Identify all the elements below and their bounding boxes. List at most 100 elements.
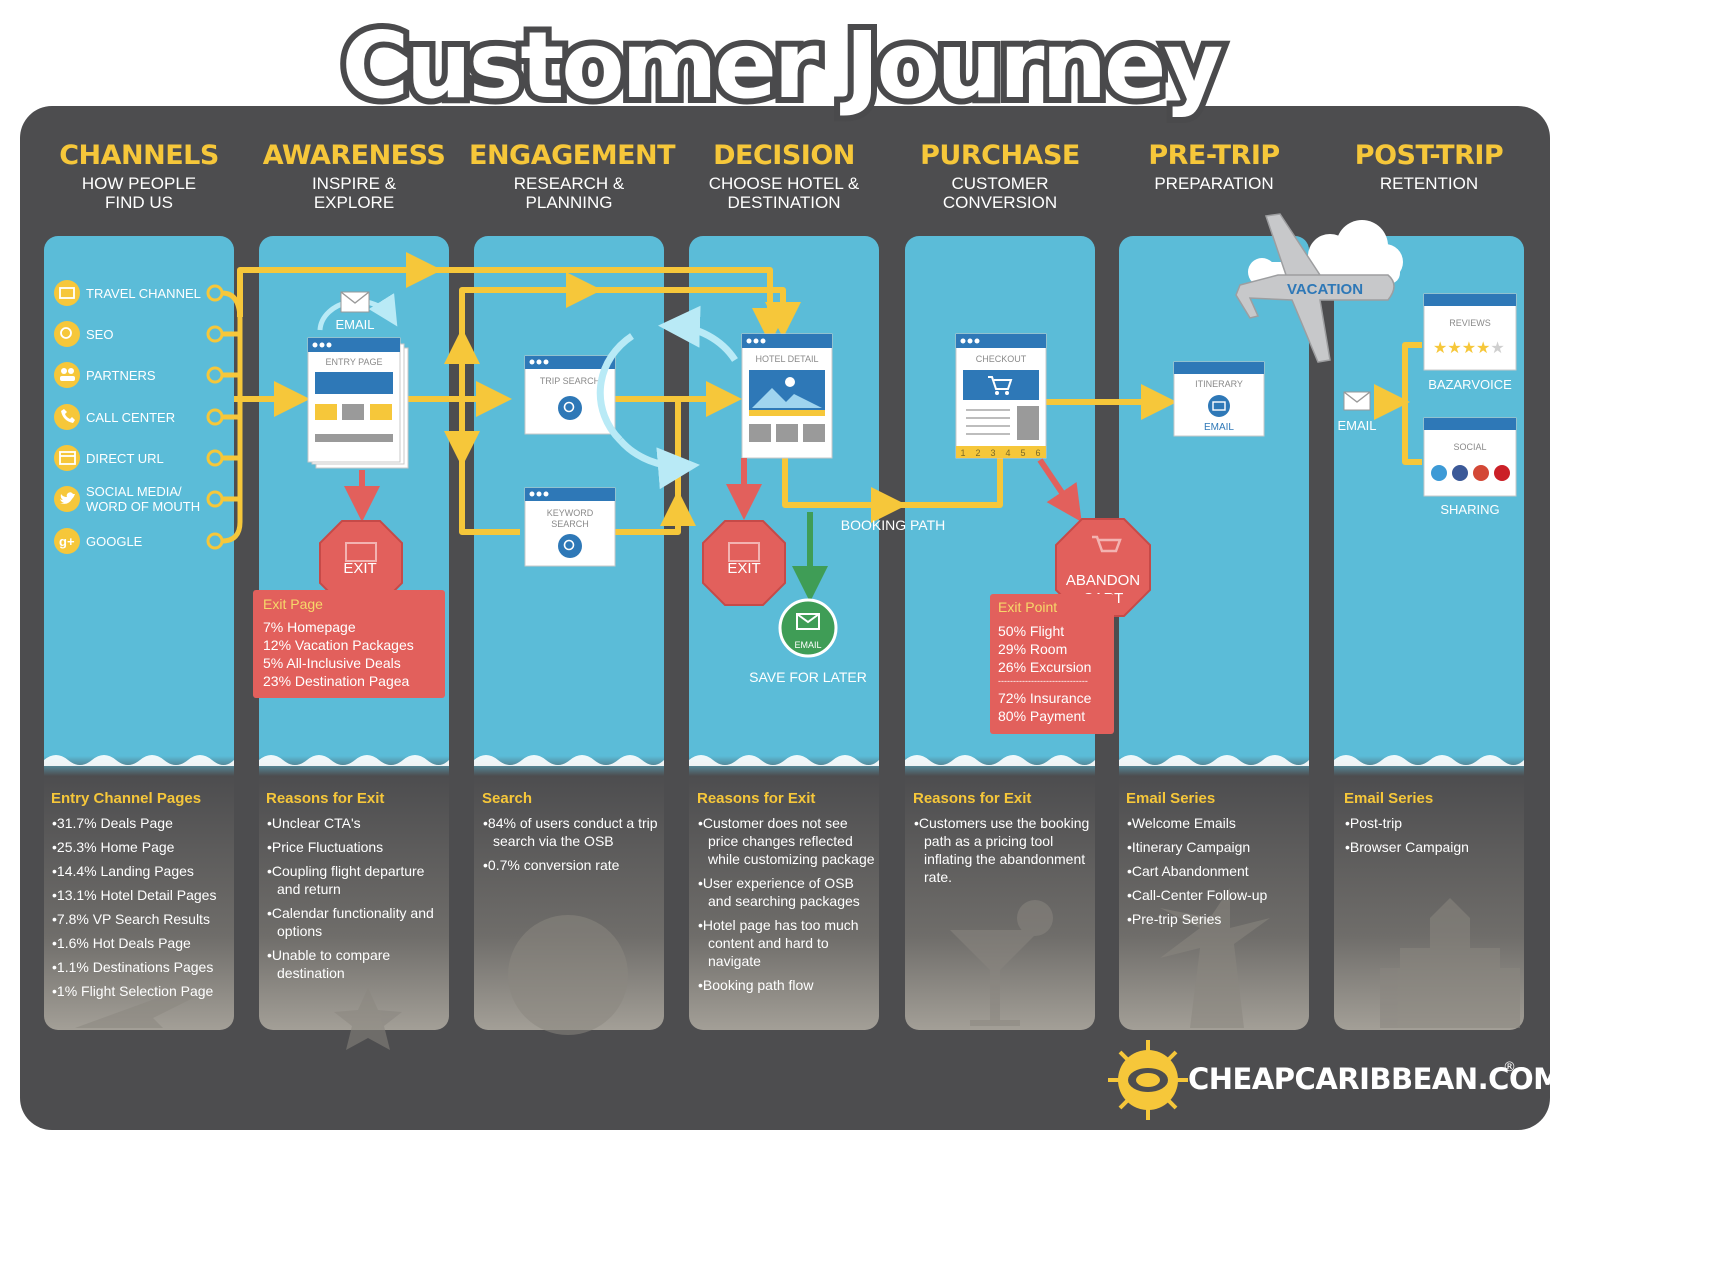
pinterest-icon [1494,465,1510,481]
entry-page-label: ENTRY PAGE [325,357,382,367]
note-item: Unable to compare destination [266,946,446,982]
sun-logo-icon [1108,1040,1188,1120]
exit-page-box: Exit Page 7% Homepage 12% Vacation Packa… [253,590,445,698]
column-subtitle: RESEARCH & PLANNING [513,174,625,212]
channel-item[interactable]: PARTNERS [54,362,224,388]
search-icon [60,327,72,339]
exit-page-line: 5% All-Inclusive Deals [263,655,401,671]
note-item: 7.8% VP Search Results [51,910,231,928]
channel-item[interactable]: DIRECT URL [54,445,224,471]
social-card: SOCIAL [1423,417,1517,497]
channel-item[interactable]: SOCIAL MEDIA/ WORD OF MOUTH [54,484,224,514]
hotel-detail-label: HOTEL DETAIL [755,354,818,364]
notes-decision: Reasons for Exit Customer does not see p… [697,790,877,1000]
channel-label: DIRECT URL [86,451,164,466]
note-item: Coupling flight departure and return [266,862,446,898]
booking-path-label: BOOKING PATH [841,517,946,533]
column-subtitle: RETENTION [1379,174,1479,193]
column-header-post-trip: POST-TRIP RETENTION [1329,140,1529,193]
channel-item[interactable]: CALL CENTER [54,404,224,430]
google-plus-icon: g+ [59,534,75,549]
exit-point-title: Exit Point [998,599,1057,615]
exit-point-divider: ------------------------------ [998,676,1088,686]
trip-search-card: TRIP SEARCH [524,355,616,435]
column-subtitle: HOW PEOPLE FIND US [81,174,197,212]
browser-icon [59,451,76,465]
keyword-search-label-2: SEARCH [551,519,589,529]
exit-page-line: 7% Homepage [263,619,356,635]
note-item: 84% of users conduct a trip search via t… [482,814,662,850]
notes-title: Reasons for Exit [913,790,1032,807]
exit-window-icon [345,542,377,562]
twitter-icon [60,492,75,504]
cart-icon [988,376,1013,390]
twitter-icon [1431,465,1447,481]
note-item: Browser Campaign [1344,838,1524,856]
note-item: Price Fluctuations [266,838,446,856]
exit-point-line: 72% Insurance [998,690,1092,706]
note-item: Customer does not see price changes refl… [697,814,877,868]
column-title: PRE-TRIP [1148,140,1280,171]
channel-label: GOOGLE [86,534,143,549]
channel-label: SOCIAL MEDIA/ [86,484,182,499]
column-title: AWARENESS [262,140,446,171]
channel-item[interactable]: g+ GOOGLE [54,528,224,554]
note-item: 13.1% Hotel Detail Pages [51,886,231,904]
note-item: 25.3% Home Page [51,838,231,856]
channel-item[interactable]: SEO [54,321,224,347]
exit-page-line: 23% Destination Pagea [263,673,410,689]
column-subtitle: CUSTOMER CONVERSION [942,174,1058,212]
column-title: POST-TRIP [1354,140,1504,171]
note-item: 0.7% conversion rate [482,856,662,874]
itinerary-email-label: EMAIL [1204,422,1234,433]
channel-connectors [221,290,243,544]
main-title: Customer Journey [336,6,1230,125]
exit-label: EXIT [343,560,376,577]
exit-window-icon [728,542,760,562]
note-item: Customers use the booking path as a pric… [913,814,1093,886]
vacation-plane: VACATION [1235,213,1403,363]
facebook-icon [1452,465,1468,481]
column-subtitle: PREPARATION [1154,174,1274,193]
checkout-card: CHECKOUT 1 2 3 4 5 6 [955,333,1047,459]
channel-label-line-2: WORD OF MOUTH [86,499,200,514]
notes-post-trip: Email Series Post-trip Browser Campaign [1344,790,1524,862]
exit-point-line: 50% Flight [998,623,1064,639]
post-email-label: EMAIL [1337,418,1376,433]
phone-icon [61,409,75,423]
exit-point-line: 26% Excursion [998,659,1091,675]
abandon-label: ABANDON [1066,572,1140,589]
note-item: 31.7% Deals Page [51,814,231,832]
trip-search-label: TRIP SEARCH [540,376,600,386]
save-email-label: EMAIL [794,640,821,650]
column-title: DECISION [713,140,855,171]
notes-purchase: Reasons for Exit Customers use the booki… [913,790,1093,892]
column-title: ENGAGEMENT [469,140,676,171]
column-subtitle: INSPIRE & EXPLORE [311,174,397,212]
brand-name[interactable]: CHEAPCARIBBEAN.COM [1188,1062,1562,1096]
itinerary-label: ITINERARY [1195,379,1243,389]
search-icon [558,396,582,420]
checkout-step: 3 [990,448,995,458]
column-subtitle: CHOOSE HOTEL & DESTINATION [708,174,860,212]
checkout-step: 2 [975,448,980,458]
note-item: 14.4% Landing Pages [51,862,231,880]
column-header-pre-trip: PRE-TRIP PREPARATION [1114,140,1314,193]
post-trip-email: EMAIL [1337,391,1377,433]
email-label: EMAIL [335,317,374,332]
note-item: 1.1% Destinations Pages [51,958,231,976]
plane-icon [1235,213,1395,363]
exit-page-title: Exit Page [263,596,323,612]
cart-icon [1092,535,1122,553]
save-for-later-label: SAVE FOR LATER [749,669,867,685]
column-header-engagement: ENGAGEMENT RESEARCH & PLANNING [469,140,676,212]
channel-label: SEO [86,327,113,342]
search-icon [558,534,582,558]
channel-item[interactable]: TRAVEL CHANNEL [54,280,224,306]
note-item: Post-trip [1344,814,1524,832]
note-item: Unclear CTA's [266,814,446,832]
column-title: PURCHASE [920,140,1080,171]
channel-label: PARTNERS [86,368,156,383]
note-item: Cart Abandonment [1126,862,1306,880]
note-item: Booking path flow [697,976,877,994]
